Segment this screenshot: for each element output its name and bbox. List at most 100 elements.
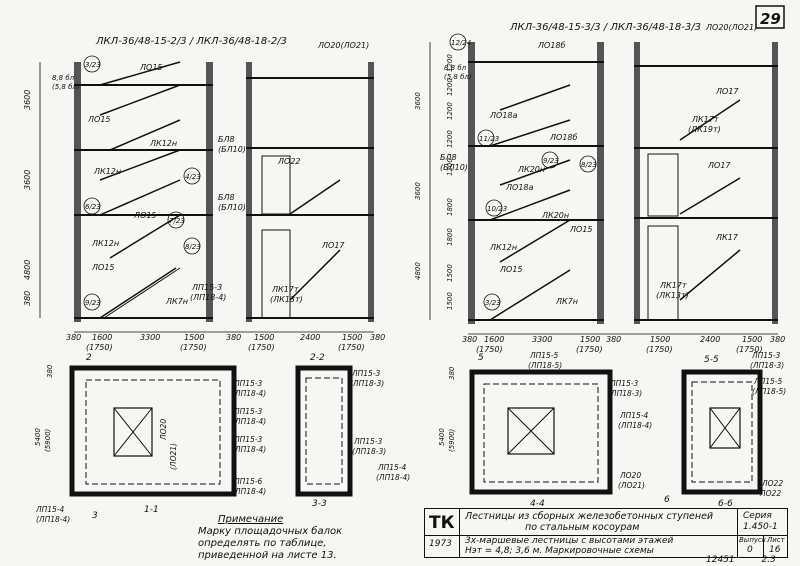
- dim: 1500: [184, 333, 204, 342]
- dim: 380: [462, 335, 477, 344]
- dim: 1500: [580, 335, 600, 344]
- right-elevation-labels: ЛО18б ЛО20(ЛО21) ЛО18а ЛО18б ЛК20н ЛО18а…: [440, 23, 757, 306]
- label: ЛО20(ЛО21): [705, 23, 757, 32]
- label: ЛК12н: [149, 139, 177, 148]
- label: ЛП15-5: [529, 351, 559, 360]
- mark: 6/23: [85, 203, 101, 211]
- label: ЛО15: [139, 63, 163, 72]
- plan-labels: ЛП15-3 (ЛП18-4) ЛП15-3 (ЛП18-4) ЛП15-3 (…: [35, 351, 786, 524]
- dim: 380: [226, 333, 241, 342]
- label: ЛО20: [619, 471, 641, 480]
- label: ЛП15-3: [191, 283, 222, 292]
- dim: 4800: [23, 260, 32, 280]
- cut-mark: 3: [92, 511, 98, 521]
- label: БЛ8: [440, 153, 457, 162]
- section-title: 2-2: [310, 353, 325, 363]
- label: (ЛП18-4): [232, 389, 266, 398]
- dim: (1750): [476, 345, 503, 354]
- tb-year: 1973: [429, 539, 452, 549]
- tb-sheet-label: Лист: [767, 536, 785, 544]
- mark: 10/23: [487, 205, 507, 213]
- dim: 1500: [342, 333, 362, 342]
- label: (ЛП18-4): [618, 421, 652, 430]
- label: (ЛК19т): [688, 125, 721, 134]
- mid-left-elevation: [246, 62, 374, 322]
- label: ЛО17: [707, 161, 731, 170]
- dim: (1750): [576, 345, 603, 354]
- label: (ЛК13т): [270, 295, 303, 304]
- label: ЛО15: [133, 211, 157, 220]
- label: ЛК12н: [93, 167, 121, 176]
- label: (ЛП18-4): [376, 473, 410, 482]
- label: ЛК20н: [517, 165, 545, 174]
- dim: 1600: [484, 335, 504, 344]
- section-title: 3-3: [312, 499, 327, 509]
- label: ЛО15: [569, 225, 593, 234]
- title-block: ТК 1973 Лестницы из сборных железобетонн…: [424, 508, 788, 558]
- sheet-code-sub: 2.3: [761, 555, 776, 565]
- label: ЛО20: [159, 419, 168, 441]
- sheet-code-number: 12451: [706, 555, 735, 565]
- label: (5,8 бл): [444, 73, 472, 81]
- tb-issue-value: 0: [747, 545, 753, 555]
- label: БЛ8: [218, 135, 235, 144]
- dim: 1500: [650, 335, 670, 344]
- label: (ЛО21): [169, 443, 178, 470]
- section-title: 1-1: [144, 505, 159, 515]
- section-title: 6-6: [718, 499, 733, 509]
- plan-section-titles: 1-1 2-2 3-3 4-4 5-5 6-6 2 3 5 6: [86, 353, 733, 521]
- label: ЛП15-6: [233, 477, 263, 486]
- label: (5,8 бл): [52, 83, 80, 91]
- label: БЛ8: [218, 193, 235, 202]
- tb-title-2: по стальным косоурам: [525, 522, 640, 533]
- dim: 3600: [414, 182, 422, 200]
- dim: 1800: [446, 228, 454, 246]
- dim: 380: [606, 335, 621, 344]
- mark: 3/23: [485, 299, 501, 307]
- right-dims: 3600 3600 4800 1200 1200 1200 1200 1800 …: [414, 54, 785, 354]
- label: 8,8 бл: [52, 74, 75, 82]
- dim: 3600: [23, 90, 32, 110]
- dim: 1800: [446, 198, 454, 216]
- label: (ЛП18-4): [232, 445, 266, 454]
- dim: (5900): [44, 428, 52, 452]
- dim: 380: [448, 366, 456, 380]
- label: ЛО15: [91, 263, 115, 272]
- label: ЛО15: [87, 115, 111, 124]
- label: ЛП15-3: [351, 369, 381, 378]
- label: (ЛП18-4): [232, 417, 266, 426]
- dim: 1200: [446, 78, 454, 96]
- label: (ЛП18-3): [350, 379, 384, 388]
- label: (БЛ10): [218, 203, 246, 212]
- dim: 3300: [532, 335, 552, 344]
- right-elevation-marks: 12/24 11/23 9/23 10/23 8/23 3/23: [449, 33, 597, 311]
- left-elevation: [39, 61, 213, 322]
- formula-right: ЛКЛ-36/48-15-3/3 / ЛКЛ-36/48-18-3/3: [509, 22, 701, 33]
- tb-title-4: Нэт = 4,8; 3,6 м. Маркировочные схемы: [465, 546, 654, 556]
- dim: (1750): [736, 345, 763, 354]
- label: ЛО18а: [505, 183, 533, 192]
- label: ЛП15-3: [609, 379, 639, 388]
- dim: 3600: [414, 92, 422, 110]
- label: ЛП15-3: [751, 351, 781, 360]
- label: (БЛ10): [218, 145, 246, 154]
- dim: 3600: [23, 170, 32, 190]
- mark: 7/23: [169, 217, 185, 225]
- label: ЛО17: [715, 87, 739, 96]
- label: (ЛП18-3): [750, 361, 784, 370]
- dim: (1750): [248, 343, 275, 352]
- mark: 9/23: [543, 157, 559, 165]
- plan-4-4: [469, 369, 613, 495]
- dim: 1500: [254, 333, 274, 342]
- dim: (1750): [338, 343, 365, 352]
- dim: 1500: [446, 292, 454, 310]
- label: ЛП15-3: [353, 437, 383, 446]
- dim: (1750): [86, 343, 113, 352]
- mark: 3/23: [85, 61, 101, 69]
- label: (ЛП18-4): [232, 487, 266, 496]
- label: ЛК7н: [555, 297, 578, 306]
- left-elevation-marks: 3/23 4/23 6/23 7/23 8/23 9/23: [83, 55, 201, 311]
- page-number: 29: [760, 10, 781, 28]
- dim: 1600: [92, 333, 112, 342]
